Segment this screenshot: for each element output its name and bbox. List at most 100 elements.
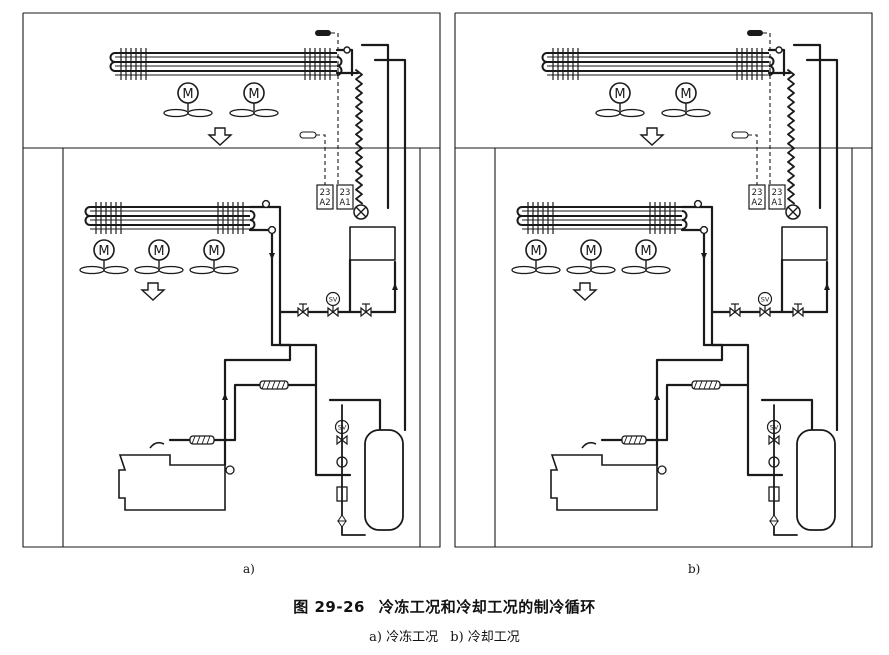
switch-label: A2: [319, 198, 330, 208]
coil-bend: [249, 210, 256, 221]
liquid-pipe: [314, 383, 352, 477]
condenser-coil: [109, 48, 343, 80]
temperature-sensor-icon: [315, 30, 331, 36]
heat-exchanger: [781, 226, 828, 261]
flow-arrow-icon: [701, 253, 707, 260]
sensor-capillary: [331, 32, 339, 185]
pipe-joint: [775, 46, 783, 54]
liquid-filter-icon: [621, 435, 647, 445]
liquid-pipe: [746, 383, 784, 477]
sensor-capillary: [748, 134, 758, 185]
flow-arrow-icon: [269, 253, 275, 260]
coil-bend: [84, 206, 91, 217]
compressor-discharge: [149, 441, 165, 449]
fan-blade: [511, 265, 537, 275]
switch-box: [748, 184, 766, 210]
fan-blade: [253, 108, 279, 118]
evaporator-coil: [516, 202, 688, 234]
hand-valve-icon: [729, 303, 741, 318]
filter-mesh: [276, 380, 281, 390]
motor-symbol: M: [182, 87, 193, 102]
filter-mesh: [261, 380, 266, 390]
motor-symbol: M: [640, 244, 651, 259]
service-port-icon: [657, 465, 667, 475]
flow-arrow-icon: [654, 393, 660, 400]
filter-mesh: [703, 380, 708, 390]
filter-mesh: [713, 380, 718, 390]
fan-blade: [79, 265, 105, 275]
fan-blade: [645, 265, 671, 275]
evaporator-fan-motor-icon: M: [511, 239, 561, 275]
liquid-receiver-icon: [796, 429, 836, 531]
switch-box: [336, 184, 354, 210]
pipe-joint: [693, 199, 703, 209]
panel-frame: [454, 12, 873, 548]
fan-blade: [229, 108, 255, 118]
pipe-joint: [261, 199, 271, 209]
liquid-pipe: [805, 58, 839, 422]
switch-label: A1: [339, 198, 350, 208]
fan-blade: [213, 265, 239, 275]
switch-label: A1: [771, 198, 782, 208]
condenser-airflow-arrow-icon: [207, 127, 233, 146]
filter-mesh: [698, 380, 703, 390]
solenoid-coil: [325, 291, 341, 307]
discharge-pipe: [767, 48, 786, 77]
condenser-coil: [541, 48, 775, 80]
panel-label-b: b): [688, 562, 701, 576]
motor-symbol: M: [680, 87, 691, 102]
fan-blade: [621, 265, 647, 275]
condenser-fan-motor-icon: M: [661, 82, 711, 118]
evaporator-pipe: [680, 205, 714, 347]
fan-blade: [685, 108, 711, 118]
switch-label: 23: [320, 188, 331, 198]
filter-body: [691, 380, 721, 390]
fan-blade: [595, 108, 621, 118]
helical-coil: [355, 69, 363, 205]
coil-bend: [516, 206, 523, 217]
motor-symbol: M: [98, 244, 109, 259]
filter-mesh: [206, 435, 211, 445]
subcaption-a: a) 冷冻工况: [369, 630, 439, 645]
fan-blade: [535, 265, 561, 275]
fan-blade: [134, 265, 160, 275]
filter-mesh: [281, 380, 286, 390]
suction-filter-icon: [259, 380, 289, 390]
panel-label-a: a): [243, 562, 255, 576]
sensor-capillary: [316, 134, 326, 185]
fan-blade: [566, 265, 592, 275]
temperature-sensor-icon: [299, 131, 317, 139]
coil-bend: [516, 215, 523, 226]
coil-bend: [109, 52, 116, 63]
switch-box: [316, 184, 334, 210]
filter-mesh: [196, 435, 201, 445]
evaporator-fan-motor-icon: M: [189, 239, 239, 275]
flow-arrow-icon: [824, 283, 830, 290]
fan-blade: [619, 108, 645, 118]
fan-blade: [163, 108, 189, 118]
discharge-pipe: [335, 48, 354, 77]
motor-symbol: M: [530, 244, 541, 259]
coil-bend: [249, 219, 256, 230]
condenser-fan-motor-icon: M: [229, 82, 279, 118]
liquid-pipe: [360, 43, 390, 210]
coil-bend: [336, 65, 343, 76]
liquid-pipe: [760, 398, 814, 432]
compressor-icon: [550, 454, 658, 511]
solenoid-valve-icon: SV: [325, 291, 341, 318]
temperature-sensor-icon: [731, 131, 749, 139]
coil-bend: [541, 61, 548, 72]
motor-symbol: M: [208, 244, 219, 259]
filter-mesh: [191, 435, 196, 445]
filter-mesh: [201, 435, 206, 445]
filter-mesh: [693, 380, 698, 390]
condenser-airflow-arrow-icon: [639, 127, 665, 146]
fan-blade: [103, 265, 129, 275]
liquid-pipe: [341, 404, 366, 536]
switch-label: 23: [340, 188, 351, 198]
